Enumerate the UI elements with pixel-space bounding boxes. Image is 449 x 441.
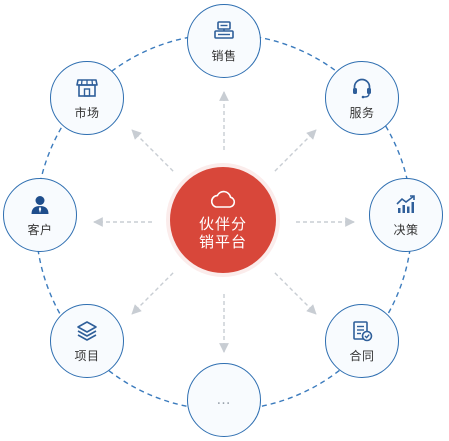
cash-register-icon [214, 21, 234, 39]
arrow-to-project [131, 272, 174, 315]
node-project[interactable]: 项目 [50, 304, 124, 378]
node-label-project: 项目 [74, 349, 100, 363]
arrow-to-contract [274, 272, 317, 315]
arrow-group [93, 91, 355, 353]
node-label-contract: 合同 [349, 349, 375, 363]
storefront-icon [76, 79, 98, 97]
contract-check-icon [353, 321, 373, 342]
chart-trend-icon [396, 195, 415, 213]
node-sales[interactable]: 销售 [187, 4, 261, 78]
hub-title-line-1: 伙伴分 [198, 215, 247, 233]
headset-icon [353, 78, 371, 99]
node-market[interactable]: 市场 [50, 61, 124, 135]
node-customer[interactable]: 客户 [3, 178, 77, 252]
node-label-more: … [216, 392, 232, 408]
node-more[interactable]: … [187, 363, 261, 437]
node-contract[interactable]: 合同 [325, 304, 399, 378]
hub-circle[interactable]: 伙伴分 销平台 [170, 167, 276, 273]
node-label-market: 市场 [74, 106, 100, 120]
node-decision[interactable]: 决策 [369, 178, 443, 252]
node-label-service: 服务 [349, 106, 375, 120]
cloud-icon [210, 190, 236, 208]
node-label-sales: 销售 [211, 49, 237, 63]
node-service[interactable]: 服务 [325, 61, 399, 135]
arrow-to-service [274, 129, 317, 172]
hub-title-line-2: 销平台 [198, 233, 247, 251]
arrow-to-market [131, 129, 174, 172]
user-icon [31, 196, 49, 214]
node-label-customer: 客户 [27, 223, 53, 237]
node-label-decision: 决策 [393, 223, 419, 237]
layers-icon [77, 321, 97, 341]
